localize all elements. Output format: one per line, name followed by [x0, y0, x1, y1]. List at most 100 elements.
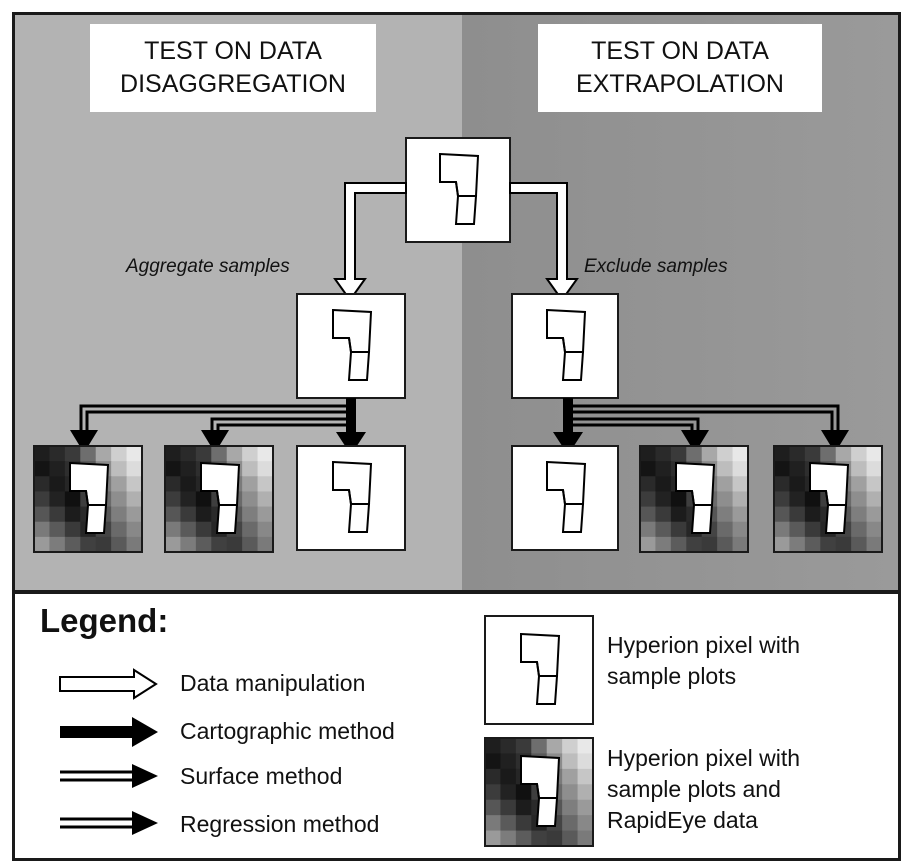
rapideye-cell — [546, 738, 563, 754]
rapideye-cell — [789, 476, 806, 492]
rapideye-cell — [485, 799, 501, 816]
rapideye-cell — [111, 461, 128, 477]
rapideye-cell — [577, 784, 594, 801]
rapideye-cell — [180, 506, 197, 523]
rapideye-cell — [640, 491, 656, 508]
rapideye-cell — [180, 476, 197, 492]
rapideye-cell — [562, 784, 579, 801]
rapideye-cell — [195, 536, 212, 553]
rapideye-cell — [701, 446, 718, 462]
rapideye-cell — [257, 521, 274, 538]
left-surface-rapideye-pixel — [33, 445, 143, 553]
rapideye-cell — [64, 491, 81, 508]
rapideye-cell — [866, 506, 883, 523]
rapideye-cell — [851, 536, 868, 553]
rapideye-cell — [49, 491, 66, 508]
right-result-hyperion-pixel — [511, 445, 619, 551]
rapideye-cell — [226, 446, 243, 462]
rapideye-cell — [34, 446, 50, 462]
left-result-hyperion-pixel — [296, 445, 406, 551]
legend-title: Legend: — [40, 602, 169, 639]
rapideye-cell — [789, 461, 806, 477]
legend-item-data-manipulation: Data manipulation — [180, 670, 366, 696]
rapideye-cell — [165, 536, 181, 553]
rapideye-cell — [242, 476, 259, 492]
rapideye-cell — [80, 536, 97, 553]
left-regression-arrow — [201, 417, 346, 453]
rapideye-cell — [126, 446, 143, 462]
legend-divider — [12, 590, 901, 594]
rapideye-cell — [851, 491, 868, 508]
rapideye-cell — [774, 521, 790, 538]
rapideye-cell — [655, 506, 672, 523]
rapideye-cell — [126, 536, 143, 553]
rapideye-cell — [95, 536, 112, 553]
rapideye-cell — [562, 799, 579, 816]
rapideye-cell — [126, 476, 143, 492]
rapideye-cell — [165, 506, 181, 523]
rapideye-cell — [257, 536, 274, 553]
rapideye-cell — [257, 506, 274, 523]
rapideye-cell — [866, 446, 883, 462]
rapideye-cell — [577, 830, 594, 847]
rapideye-cell — [34, 536, 50, 553]
rapideye-cell — [640, 506, 656, 523]
left-regression-rapideye-pixel — [164, 445, 274, 553]
rapideye-cell — [485, 768, 501, 785]
rapideye-cell — [485, 738, 501, 754]
exclude-samples-label: Exclude samples — [584, 256, 728, 277]
rapideye-cell — [180, 461, 197, 477]
rapideye-cell — [257, 461, 274, 477]
exclude-arrow — [509, 182, 579, 302]
rapideye-cell — [180, 491, 197, 508]
right-cartographic-arrow — [553, 398, 583, 455]
rapideye-cell — [774, 536, 790, 553]
rapideye-cell — [180, 446, 197, 462]
rapideye-cell — [577, 799, 594, 816]
rapideye-cell — [49, 461, 66, 477]
rapideye-cell — [34, 521, 50, 538]
rapideye-cell — [866, 521, 883, 538]
aggregate-samples-label: Aggregate samples — [126, 256, 290, 277]
rapideye-cell — [500, 784, 517, 801]
legend-hollow-arrow-icon — [59, 668, 158, 700]
rapideye-cell — [165, 521, 181, 538]
rapideye-cell — [257, 476, 274, 492]
rapideye-cell — [500, 830, 517, 847]
rapideye-cell — [562, 738, 579, 754]
rapideye-cell — [515, 784, 532, 801]
rapideye-cell — [851, 461, 868, 477]
legend-item-regression-method: Regression method — [180, 811, 380, 837]
rapideye-cell — [515, 830, 532, 847]
right-regression-arrow — [573, 417, 709, 453]
rapideye-cell — [500, 738, 517, 754]
aggregated-hyperion-pixel — [296, 293, 406, 399]
rapideye-cell — [820, 536, 837, 553]
rapideye-cell — [64, 536, 81, 553]
rapideye-cell — [732, 461, 749, 477]
rapideye-cell — [655, 521, 672, 538]
rapideye-cell — [732, 446, 749, 462]
rapideye-cell — [211, 446, 228, 462]
rapideye-cell — [34, 476, 50, 492]
right-surface-rapideye-pixel — [773, 445, 883, 553]
rapideye-cell — [717, 521, 734, 538]
rapideye-cell — [500, 815, 517, 832]
rapideye-cell — [515, 738, 532, 754]
rapideye-cell — [80, 446, 97, 462]
rapideye-cell — [531, 830, 548, 847]
rapideye-cell — [126, 491, 143, 508]
rapideye-cell — [165, 446, 181, 462]
rapideye-cell — [732, 476, 749, 492]
rapideye-cell — [804, 521, 821, 538]
left-cartographic-arrow — [336, 398, 366, 455]
rapideye-cell — [577, 753, 594, 770]
rapideye-cell — [195, 506, 212, 523]
rapideye-cell — [640, 476, 656, 492]
rapideye-cell — [49, 521, 66, 538]
rapideye-cell — [226, 536, 243, 553]
source-hyperion-pixel — [405, 137, 511, 243]
